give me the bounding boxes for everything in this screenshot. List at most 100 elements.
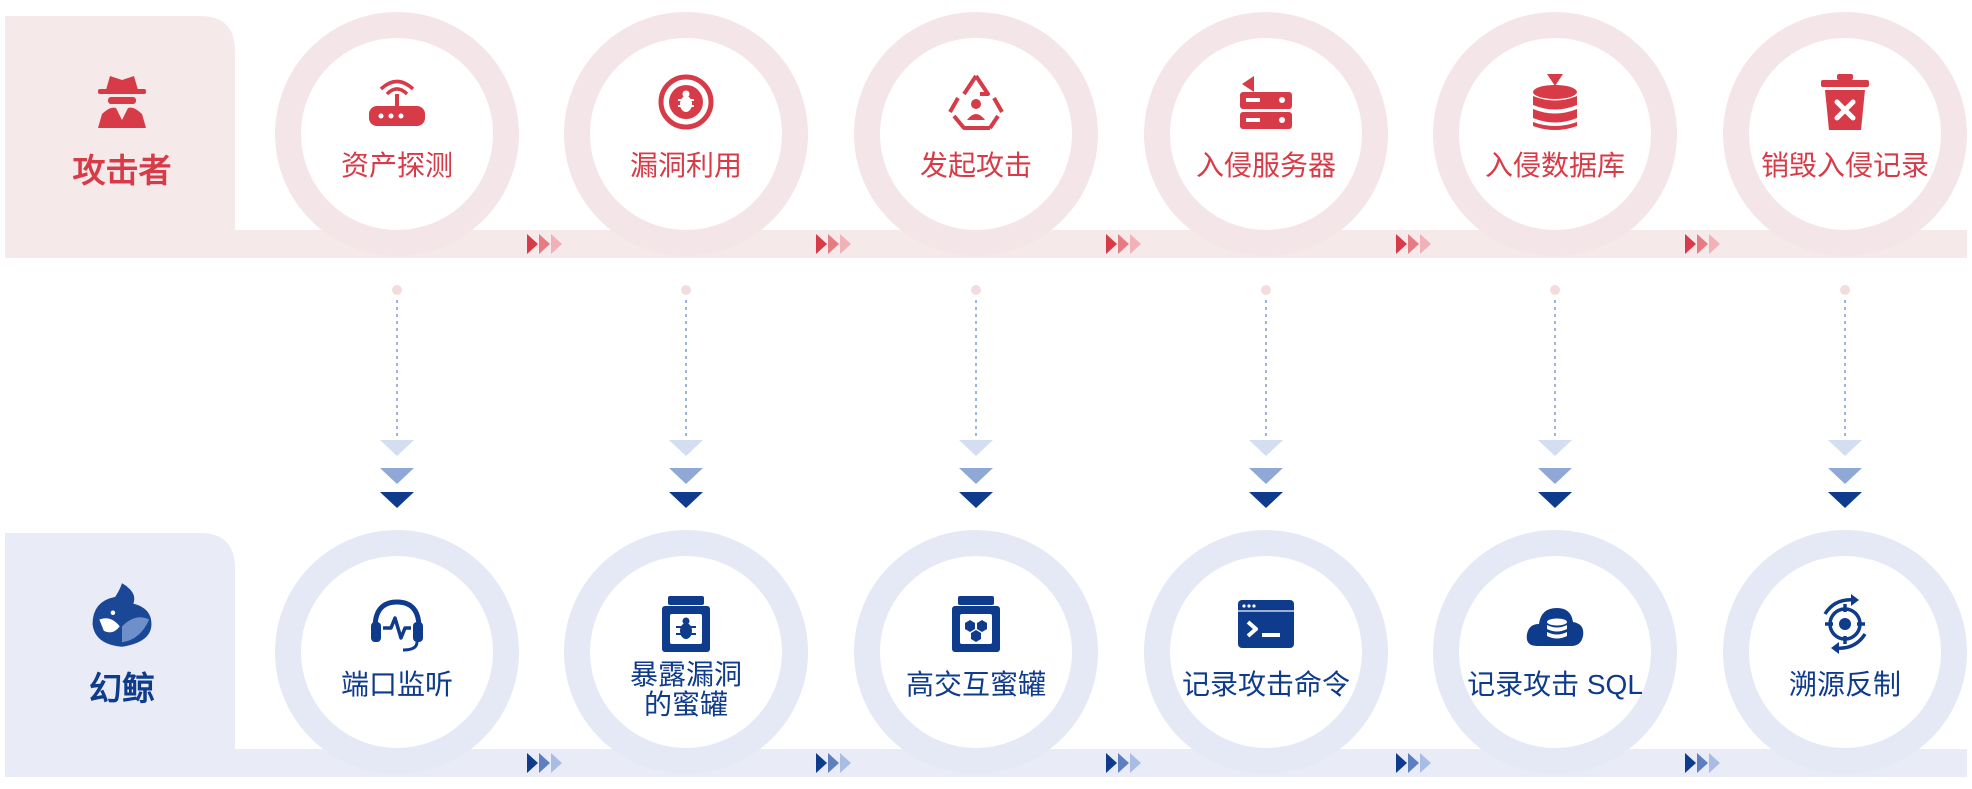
down-chevron-icon xyxy=(380,492,414,508)
connector-dot xyxy=(681,285,691,295)
right-arrow-icon xyxy=(828,234,839,254)
attacker-step-ring xyxy=(275,12,519,256)
right-arrow-icon xyxy=(816,753,827,773)
defender-step-1: 端口监听 xyxy=(275,530,519,774)
defender-step-label: 端口监听 xyxy=(341,669,453,700)
right-arrow-icon xyxy=(1697,234,1708,254)
down-chevron-icon xyxy=(1249,492,1283,508)
down-chevron-icon xyxy=(1828,492,1862,508)
attacker-step-label: 入侵数据库 xyxy=(1485,150,1625,181)
attacker-flow-arrows-1 xyxy=(527,234,562,254)
down-chevron-icon xyxy=(1538,440,1572,456)
connector-2 xyxy=(669,285,703,508)
right-arrow-icon xyxy=(1396,234,1407,254)
down-chevron-icon xyxy=(669,492,703,508)
attacker-step-ring xyxy=(1723,12,1967,256)
down-chevron-icon xyxy=(1249,468,1283,484)
down-chevron-icon xyxy=(1828,468,1862,484)
defender-step-ring xyxy=(1723,530,1967,774)
right-arrow-icon xyxy=(840,234,851,254)
defender-title: 幻鲸 xyxy=(89,670,155,707)
attacker-step-2: 漏洞利用 xyxy=(564,12,808,256)
right-arrow-icon xyxy=(1420,234,1431,254)
down-chevron-icon xyxy=(669,468,703,484)
connector-6 xyxy=(1828,285,1862,508)
right-arrow-icon xyxy=(1408,234,1419,254)
defender-step-ring xyxy=(1144,530,1388,774)
down-chevron-icon xyxy=(669,440,703,456)
right-arrow-icon xyxy=(1106,234,1117,254)
down-chevron-icon xyxy=(959,440,993,456)
attacker-step-4: 入侵服务器 xyxy=(1144,12,1388,256)
attacker-step-1: 资产探测 xyxy=(275,12,519,256)
attacker-step-6: 销毁入侵记录 xyxy=(1723,12,1967,256)
attacker-flow-arrows-3 xyxy=(1106,234,1141,254)
right-arrow-icon xyxy=(1106,753,1117,773)
defender-step-label: 溯源反制 xyxy=(1789,669,1901,700)
down-chevron-icon xyxy=(959,492,993,508)
right-arrow-icon xyxy=(840,753,851,773)
attacker-step-label: 销毁入侵记录 xyxy=(1761,150,1929,181)
right-arrow-icon xyxy=(1420,753,1431,773)
right-arrow-icon xyxy=(1118,753,1129,773)
connector-dot xyxy=(1261,285,1271,295)
attacker-step-ring xyxy=(1144,12,1388,256)
right-arrow-icon xyxy=(551,234,562,254)
connector-dot xyxy=(971,285,981,295)
attacker-step-label: 资产探测 xyxy=(341,150,453,181)
right-arrow-icon xyxy=(539,753,550,773)
connector-dot xyxy=(392,285,402,295)
defender-step-label: 记录攻击命令 xyxy=(1182,669,1350,700)
defender-step-label: 记录攻击 SQL xyxy=(1467,669,1643,700)
right-arrow-icon xyxy=(1685,753,1696,773)
defender-flow-arrows-2 xyxy=(816,753,851,773)
defender-step-label: 高交互蜜罐 xyxy=(906,669,1046,700)
connector-dot xyxy=(1840,285,1850,295)
right-arrow-icon xyxy=(1408,753,1419,773)
terminal-icon xyxy=(1236,598,1296,650)
defender-step-ring xyxy=(854,530,1098,774)
defender-step-6: 溯源反制 xyxy=(1723,530,1967,774)
down-chevron-icon xyxy=(380,440,414,456)
bug-jar-icon xyxy=(661,595,711,653)
attacker-step-ring xyxy=(854,12,1098,256)
down-chevron-icon xyxy=(1828,440,1862,456)
defender-flow-arrows-1 xyxy=(527,753,562,773)
defender-step-label: 暴露漏洞 xyxy=(630,659,742,690)
connector-5 xyxy=(1538,285,1572,508)
right-arrow-icon xyxy=(551,753,562,773)
down-chevron-icon xyxy=(1538,468,1572,484)
right-arrow-icon xyxy=(1396,753,1407,773)
defender-flow-arrows-5 xyxy=(1685,753,1720,773)
down-chevron-icon xyxy=(380,468,414,484)
connector-dot xyxy=(1550,285,1560,295)
right-arrow-icon xyxy=(828,753,839,773)
attacker-flow-arrows-5 xyxy=(1685,234,1720,254)
connector-4 xyxy=(1249,285,1283,508)
attacker-step-label: 漏洞利用 xyxy=(630,150,742,181)
defender-step-5: 记录攻击 SQL xyxy=(1433,530,1677,774)
defender-flow-arrows-4 xyxy=(1396,753,1431,773)
right-arrow-icon xyxy=(816,234,827,254)
attacker-flow-arrows-4 xyxy=(1396,234,1431,254)
connector-1 xyxy=(380,285,414,508)
defender-header-panel xyxy=(5,533,235,777)
right-arrow-icon xyxy=(539,234,550,254)
down-chevron-icon xyxy=(1538,492,1572,508)
down-chevron-icon xyxy=(1249,440,1283,456)
attacker-step-ring xyxy=(1433,12,1677,256)
attacker-step-label: 入侵服务器 xyxy=(1196,150,1336,181)
attacker-step-5: 入侵数据库 xyxy=(1433,12,1677,256)
right-arrow-icon xyxy=(527,753,538,773)
attacker-step-label: 发起攻击 xyxy=(920,150,1032,181)
honeycomb-jar-icon xyxy=(952,596,1000,652)
connector-3 xyxy=(959,285,993,508)
right-arrow-icon xyxy=(1709,234,1720,254)
down-chevron-icon xyxy=(959,468,993,484)
right-arrow-icon xyxy=(1130,753,1141,773)
attacker-step-ring xyxy=(564,12,808,256)
right-arrow-icon xyxy=(527,234,538,254)
attacker-step-3: 发起攻击 xyxy=(854,12,1098,256)
